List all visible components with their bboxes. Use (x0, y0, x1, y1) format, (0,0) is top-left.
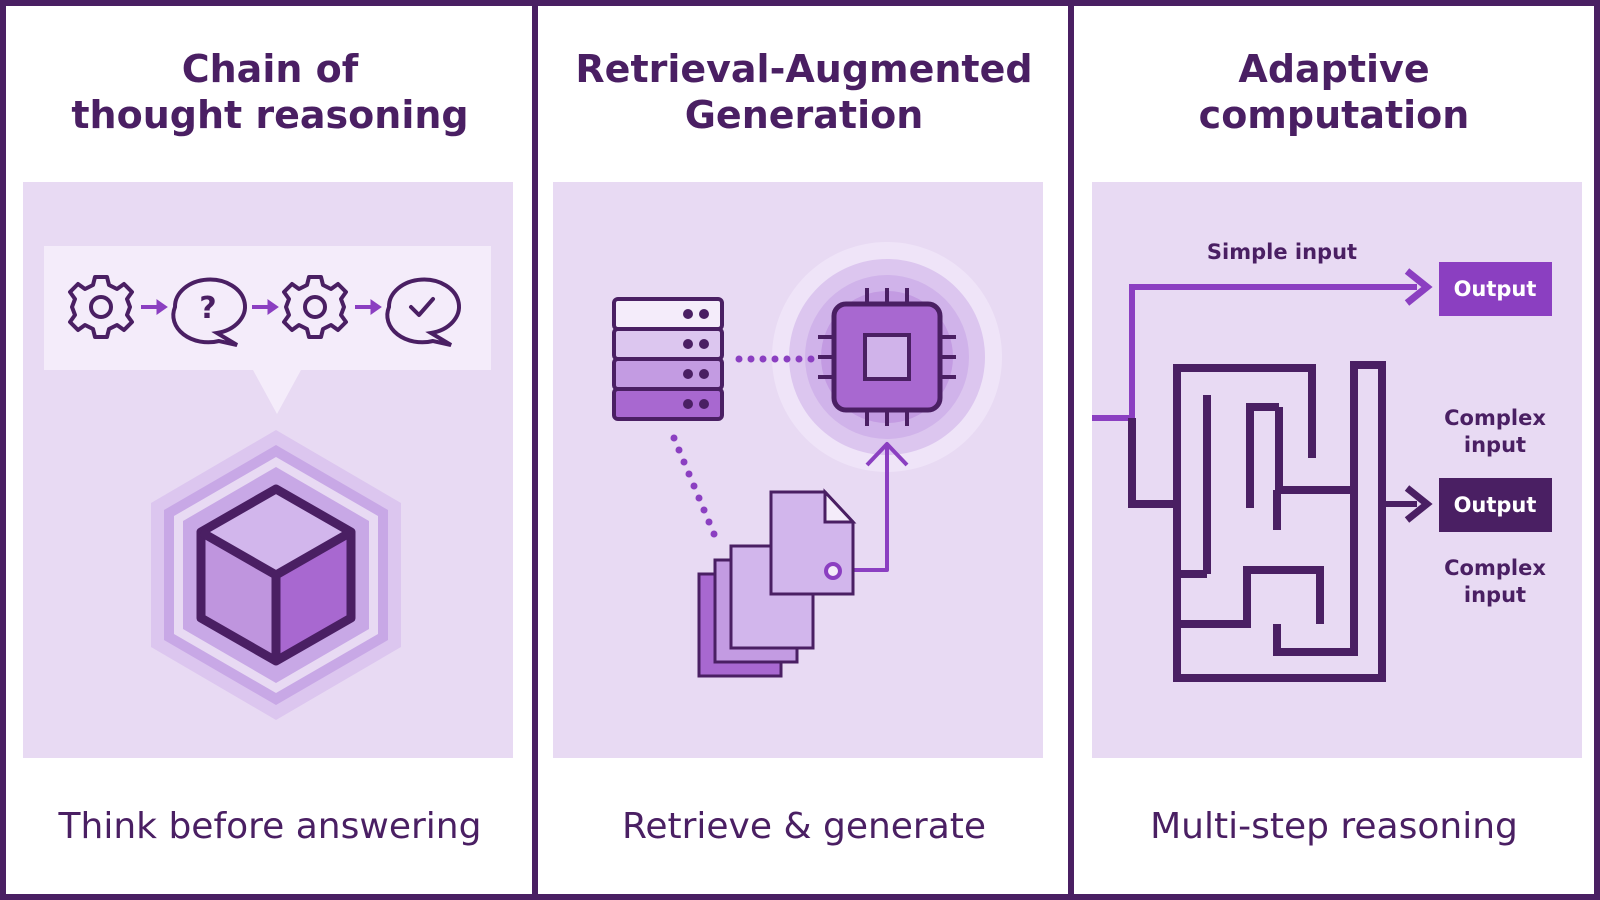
cube-icon (151, 430, 401, 720)
gear-icon (282, 275, 348, 339)
illustration-adaptive-computation: Simple input Output (1092, 182, 1582, 758)
arrow-icon (141, 299, 168, 315)
panel-title: Adaptive computation (1074, 46, 1594, 138)
output-label: Output (1454, 493, 1537, 517)
panel-rag: Retrieval-Augmented Generation (538, 6, 1070, 894)
question-bubble-icon: ? (171, 277, 247, 347)
dotted-connector (670, 355, 815, 538)
chip-icon (818, 288, 956, 426)
label-line: Complex (1444, 556, 1546, 580)
panel-divider (532, 6, 538, 894)
panel-caption: Multi-step reasoning (1150, 806, 1518, 847)
arrow-icon (252, 299, 279, 315)
title-line: Generation (684, 93, 924, 137)
simple-path-arrow (1092, 268, 1433, 421)
output-label: Output (1454, 277, 1537, 301)
title-line: thought reasoning (71, 93, 469, 137)
chain-of-thought-graphic: ? (44, 246, 491, 720)
check-bubble-icon (385, 277, 461, 347)
illustration-rag (553, 182, 1043, 758)
output-box-bottom: Output (1439, 478, 1552, 532)
label-line: input (1464, 433, 1526, 457)
label-line: Complex (1444, 406, 1546, 430)
complex-input-label: Complex input (1444, 406, 1546, 457)
panel-chain-of-thought: Chain of thought reasoning (6, 6, 534, 894)
arrow-icon (355, 299, 382, 315)
panel-title: Retrieval-Augmented Generation (538, 46, 1070, 138)
document-stack-icon (697, 488, 857, 678)
rag-graphic (612, 242, 1002, 678)
title-line: Adaptive (1238, 47, 1430, 91)
server-stack-icon (612, 297, 724, 421)
adaptive-computation-graphic: Simple input Output (1092, 240, 1552, 682)
gear-icon (68, 275, 134, 339)
complex-path-arrow (1382, 485, 1433, 523)
panel-caption: Think before answering (58, 806, 482, 847)
panel-caption: Retrieve & generate (621, 806, 987, 847)
title-line: Chain of (181, 47, 359, 91)
output-box-top: Output (1439, 262, 1552, 316)
title-line: computation (1198, 93, 1470, 137)
panel-divider (1068, 6, 1074, 894)
maze-icon (1128, 361, 1386, 682)
simple-input-label: Simple input (1207, 240, 1357, 264)
label-line: input (1464, 583, 1526, 607)
illustration-chain-of-thought: ? (23, 182, 513, 758)
panel-adaptive-computation: Adaptive computation Simple input Output (1074, 6, 1594, 894)
panel-title: Chain of thought reasoning (6, 46, 534, 138)
svg-text:?: ? (199, 291, 216, 326)
title-line: Retrieval-Augmented (575, 47, 1033, 91)
complex-input-label: Complex input (1444, 556, 1546, 607)
